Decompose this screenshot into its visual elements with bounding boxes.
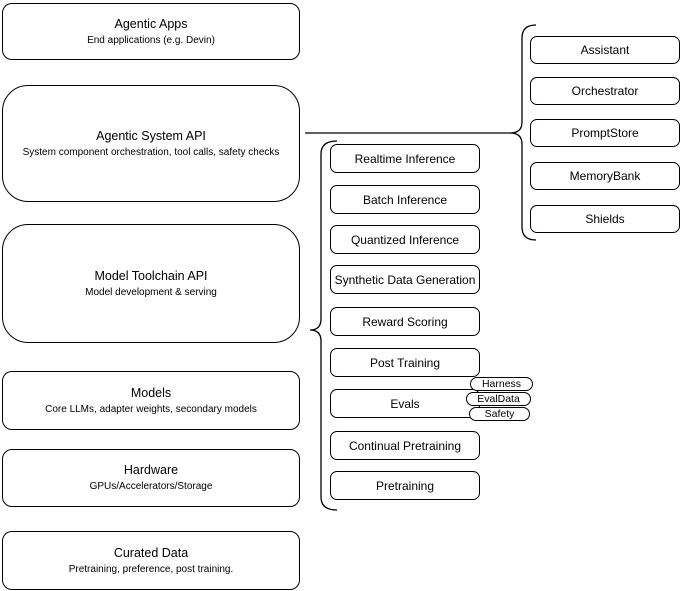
component-pretraining: Pretraining [330,471,480,500]
component-label: Assistant [580,43,630,57]
stack-box-model-toolchain-api: Model Toolchain API Model development & … [2,224,300,343]
evals-tag-safety: Safety [469,407,530,421]
component-post-training: Post Training [330,348,480,377]
stack-box-agentic-system-api: Agentic System API System component orch… [2,85,300,202]
component-label: Post Training [369,355,441,370]
component-label: Shields [585,212,625,226]
stack-box-hardware: Hardware GPUs/Accelerators/Storage [2,449,300,507]
component-reward-scoring: Reward Scoring [330,307,480,336]
box-subtitle: System component orchestration, tool cal… [22,146,280,158]
stack-box-models: Models Core LLMs, adapter weights, secon… [2,371,300,430]
component-quantized-inference: Quantized Inference [330,225,480,254]
component-label: Batch Inference [362,192,448,207]
component-shields: Shields [530,205,680,233]
box-title: Hardware [123,463,179,477]
component-label: Synthetic Data Generation [334,272,476,287]
stack-box-agentic-apps: Agentic Apps End applications (e.g. Devi… [2,3,300,60]
component-synthetic-data-generation: Synthetic Data Generation [330,265,480,294]
component-assistant: Assistant [530,36,680,64]
box-subtitle: Model development & serving [85,286,217,298]
tag-label: Safety [484,408,515,420]
box-subtitle: Pretraining, preference, post training. [68,563,234,575]
component-continual-pretraining: Continual Pretraining [330,431,480,460]
evals-tag-evaldata: EvalData [466,392,531,406]
box-subtitle: End applications (e.g. Devin) [87,34,215,46]
component-label: Evals [390,396,420,411]
tag-label: EvalData [477,393,520,405]
component-memorybank: MemoryBank [530,162,680,190]
component-label: Orchestrator [571,84,639,98]
box-subtitle: Core LLMs, adapter weights, secondary mo… [45,403,257,415]
box-title: Models [130,385,172,400]
component-realtime-inference: Realtime Inference [330,144,480,173]
component-label: Continual Pretraining [348,438,462,453]
component-label: Reward Scoring [362,314,448,329]
component-orchestrator: Orchestrator [530,77,680,105]
component-label: Realtime Inference [354,151,456,166]
component-label: MemoryBank [569,169,641,183]
component-label: PromptStore [571,126,639,140]
box-title: Agentic System API [96,128,206,143]
component-evals: Evals [330,389,480,418]
box-title: Agentic Apps [114,16,188,31]
component-label: Pretraining [375,478,435,493]
box-title: Model Toolchain API [94,268,208,283]
stack-box-curated-data: Curated Data Pretraining, preference, po… [2,531,300,590]
component-promptstore: PromptStore [530,119,680,147]
evals-tag-harness: Harness [470,377,533,391]
tag-label: Harness [481,378,522,390]
component-batch-inference: Batch Inference [330,185,480,214]
box-subtitle: GPUs/Accelerators/Storage [89,481,213,492]
box-title: Curated Data [113,545,189,560]
component-label: Quantized Inference [350,232,460,247]
